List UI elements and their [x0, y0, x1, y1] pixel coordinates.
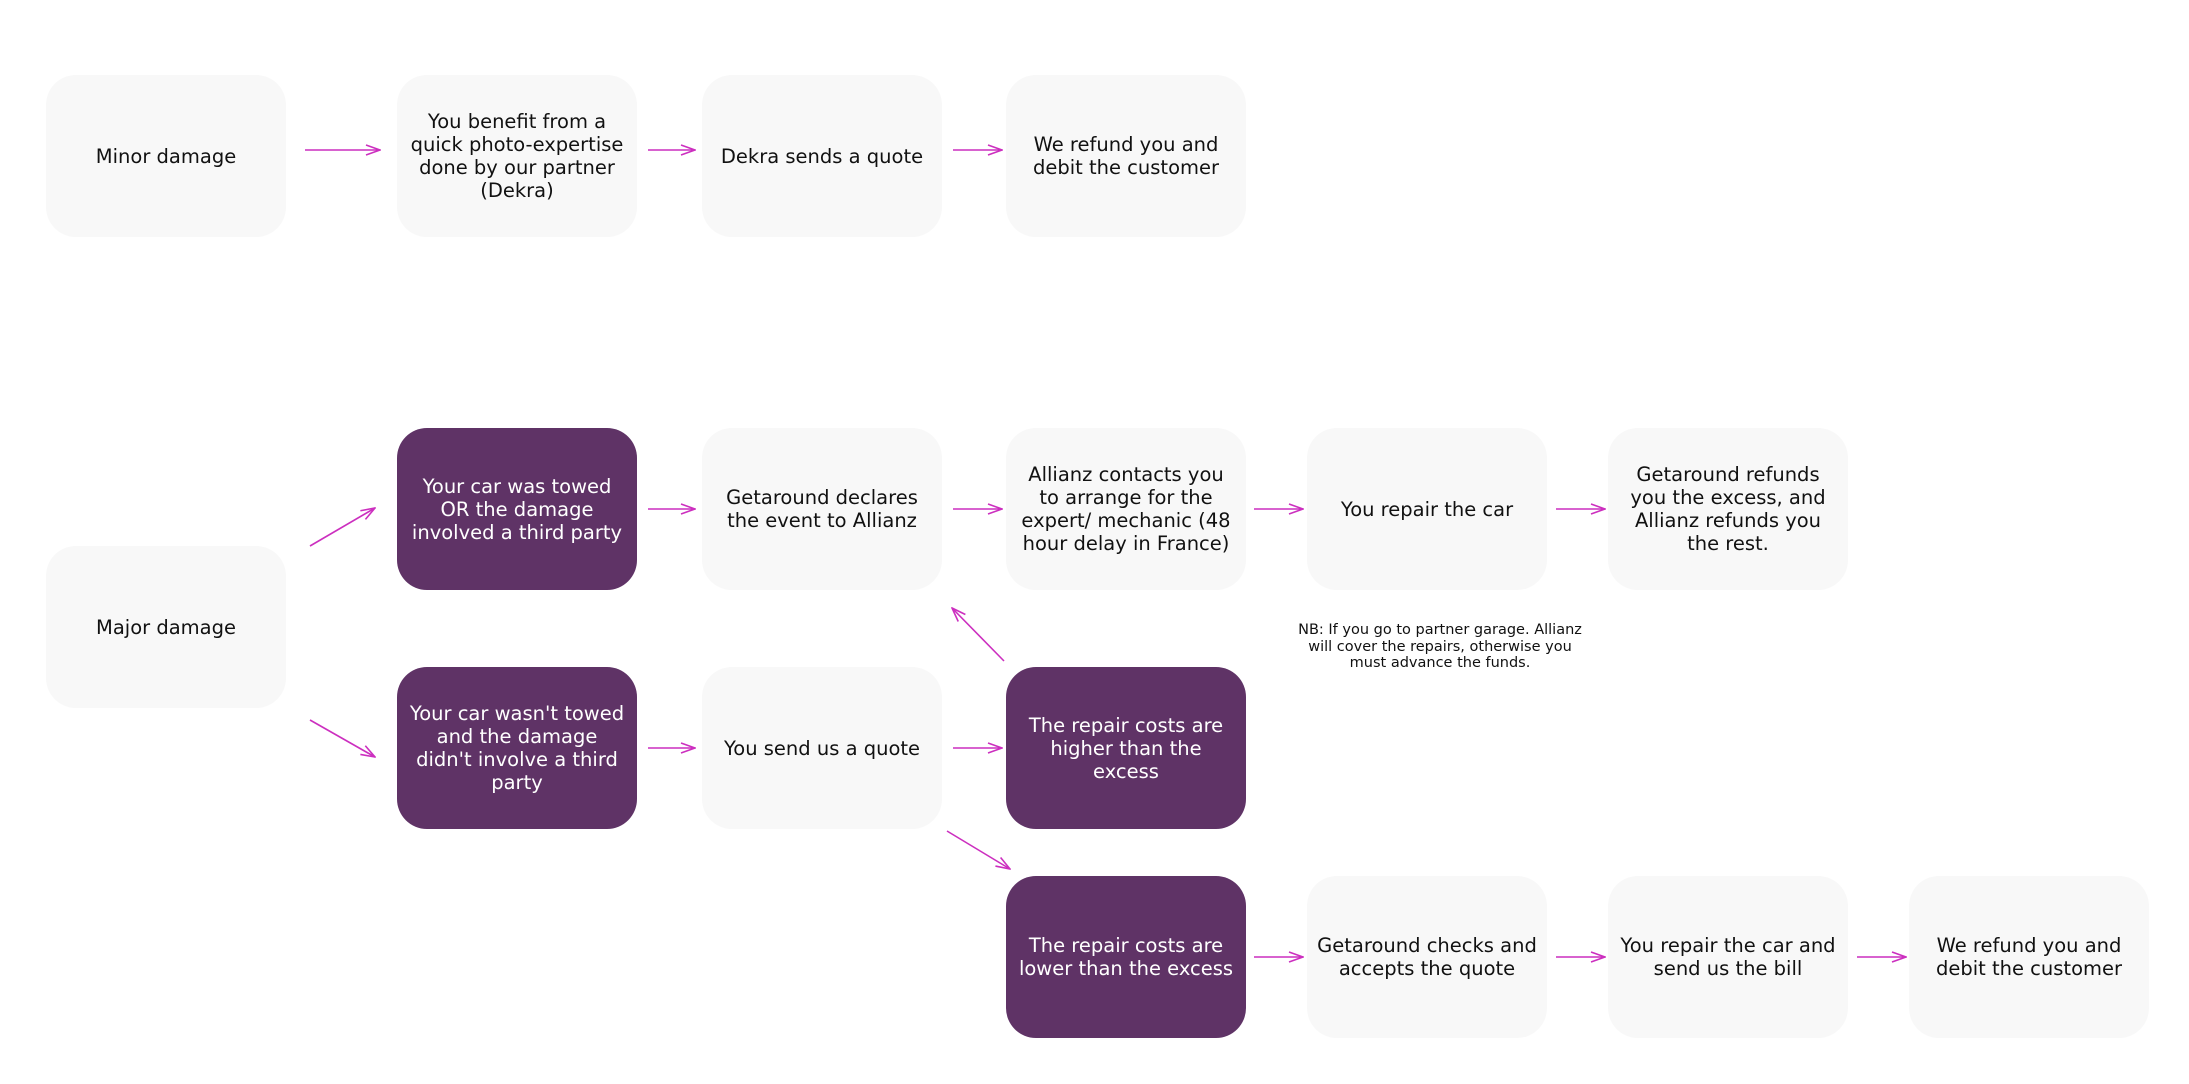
declares-allianz-label: Getaround declares the event to Allianz	[726, 486, 918, 532]
repair-bill-label: You repair the car and send us the bill	[1620, 934, 1836, 980]
refund-lower-label: We refund you and debit the customer	[1935, 934, 2123, 980]
towed-third-party-box: Your car was towed OR the damage involve…	[397, 428, 637, 590]
refund-minor-box: We refund you and debit the customer	[1006, 75, 1246, 237]
repair-car-box: You repair the car	[1307, 428, 1547, 590]
refund-excess-box: Getaround refunds you the excess, and Al…	[1608, 428, 1848, 590]
dekra-quote-box: Dekra sends a quote	[702, 75, 942, 237]
photo-expertise-box: You benefit from a quick photo-expertise…	[397, 75, 637, 237]
arrow-send-quote-to-lower	[946, 830, 1010, 869]
costs-higher-label: The repair costs are higher than the exc…	[1028, 713, 1224, 783]
refund-excess-label: Getaround refunds you the excess, and Al…	[1630, 463, 1826, 555]
minor-damage-label: Minor damage	[95, 144, 237, 168]
minor-damage-box: Minor damage	[46, 75, 286, 237]
checks-quote-box: Getaround checks and accepts the quote	[1307, 876, 1547, 1038]
allianz-contacts-box: Allianz contacts you to arrange for the …	[1006, 428, 1246, 590]
declares-allianz-box: Getaround declares the event to Allianz	[702, 428, 942, 590]
send-quote-box: You send us a quote	[702, 667, 942, 829]
allianz-contacts-label: Allianz contacts you to arrange for the …	[1021, 463, 1231, 555]
repair-car-label: You repair the car	[1340, 497, 1514, 521]
repair-bill-box: You repair the car and send us the bill	[1608, 876, 1848, 1038]
not-towed-label: Your car wasn't towed and the damage did…	[409, 702, 625, 794]
arrow-higher-to-declares	[952, 608, 1005, 662]
send-quote-label: You send us a quote	[723, 736, 921, 760]
towed-third-party-label: Your car was towed OR the damage involve…	[411, 474, 623, 544]
photo-expertise-label: You benefit from a quick photo-expertise…	[410, 110, 624, 202]
major-damage-label: Major damage	[96, 615, 236, 639]
dekra-quote-label: Dekra sends a quote	[720, 144, 924, 168]
checks-quote-label: Getaround checks and accepts the quote	[1317, 934, 1537, 980]
arrow-major-to-towed	[309, 508, 375, 547]
not-towed-box: Your car wasn't towed and the damage did…	[397, 667, 637, 829]
costs-lower-box: The repair costs are lower than the exce…	[1006, 876, 1246, 1038]
partner-garage-note: NB: If you go to partner garage. Allianz…	[1298, 622, 1582, 671]
costs-higher-box: The repair costs are higher than the exc…	[1006, 667, 1246, 829]
refund-lower-box: We refund you and debit the customer	[1909, 876, 2149, 1038]
major-damage-box: Major damage	[46, 546, 286, 708]
costs-lower-label: The repair costs are lower than the exce…	[1018, 934, 1234, 980]
refund-minor-label: We refund you and debit the customer	[1032, 133, 1220, 179]
arrow-major-to-not-towed	[309, 719, 375, 757]
